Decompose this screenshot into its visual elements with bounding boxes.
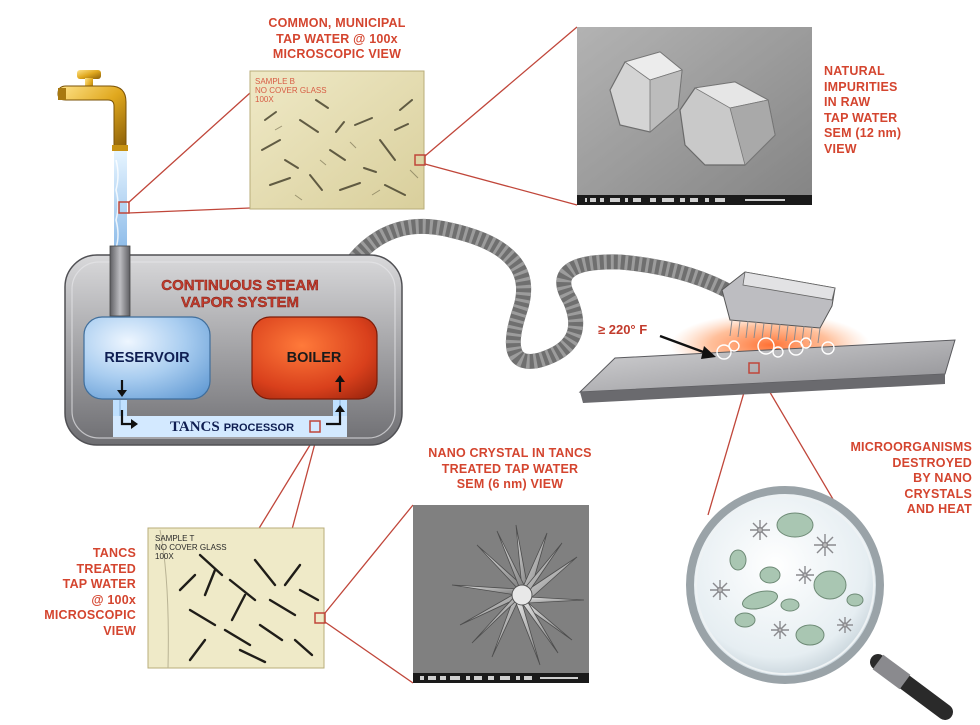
processor-label: TANCS PROCESSOR <box>170 419 294 435</box>
system-title-line-2: VAPOR SYSTEM <box>181 294 299 311</box>
impurities-label: NATURAL IMPURITIES IN RAW TAP WATER SEM … <box>824 64 964 157</box>
boiler-label: BOILER <box>287 350 342 366</box>
callout-treated-sem-top <box>325 505 413 613</box>
callout-tap-bottom <box>128 208 250 213</box>
callout-raw-sem-top <box>425 27 577 156</box>
impurities-label-line-6: VIEW <box>824 142 964 158</box>
processor-word: PROCESSOR <box>224 422 294 434</box>
impurities-label-line-2: IMPURITIES <box>824 80 964 96</box>
processor-brand: TANCS <box>170 419 220 435</box>
surface-plate <box>580 340 955 403</box>
microorganisms-label-line-2: DESTROYED <box>812 456 972 472</box>
reservoir-label: RESERVOIR <box>104 350 190 366</box>
water-stream <box>114 151 127 251</box>
tap-water-label-line-2: TAP WATER @ 100x <box>232 32 442 48</box>
tap-water-label-line-3: MICROSCOPIC VIEW <box>232 47 442 63</box>
microorganisms-label-line-3: BY NANO <box>812 471 972 487</box>
callout-tap-top <box>128 93 250 203</box>
raw-sample-caption-line-2: NO COVER GLASS <box>255 86 327 95</box>
microorganisms-label: MICROORGANISMS DESTROYED BY NANO CRYSTAL… <box>812 440 972 518</box>
treated-water-label-line-4: @ 100x <box>14 593 136 609</box>
faucet-icon <box>58 70 128 151</box>
callout-processor-top <box>258 432 318 530</box>
impurities-label-line-5: SEM (12 nm) <box>824 126 964 142</box>
microorganisms-label-line-4: CRYSTALS <box>812 487 972 503</box>
treated-sample-caption-line-2: NO COVER GLASS <box>155 543 227 552</box>
callout-treated-sem-bottom <box>325 622 413 683</box>
microorganisms-label-line-1: MICROORGANISMS <box>812 440 972 456</box>
treated-water-label-line-6: VIEW <box>14 624 136 640</box>
magnifying-glass-icon <box>690 490 945 712</box>
system-title-line-1: CONTINUOUS STEAM <box>161 277 319 294</box>
callout-raw-sem-bottom <box>425 164 577 205</box>
treated-water-label-line-1: TANCS <box>14 546 136 562</box>
nano-crystal-label-line-2: TREATED TAP WATER <box>405 462 615 478</box>
raw-impurities-sem-image <box>577 27 812 205</box>
system-title: CONTINUOUS STEAM VAPOR SYSTEM <box>161 277 319 311</box>
temperature-label: ≥ 220° F <box>598 322 647 337</box>
nano-crystal-label: NANO CRYSTAL IN TANCS TREATED TAP WATER … <box>405 446 615 493</box>
treated-water-label-line-2: TREATED <box>14 562 136 578</box>
raw-sample-caption-line-1: SAMPLE B <box>255 77 295 86</box>
impurities-label-line-3: IN RAW <box>824 95 964 111</box>
impurities-label-line-4: TAP WATER <box>824 111 964 127</box>
treated-sample-caption-line-3: 100X <box>155 552 174 561</box>
microorganisms-label-line-5: AND HEAT <box>812 502 972 518</box>
nano-crystal-label-line-1: NANO CRYSTAL IN TANCS <box>405 446 615 462</box>
tap-water-label: COMMON, MUNICIPAL TAP WATER @ 100x MICRO… <box>232 16 442 63</box>
inlet-pipe <box>110 246 130 316</box>
treated-sample-caption-line-1: SAMPLE T <box>155 534 195 543</box>
treated-water-label: TANCS TREATED TAP WATER @ 100x MICROSCOP… <box>14 546 136 639</box>
nano-crystal-sem-image <box>413 505 589 683</box>
nano-crystal-label-line-3: SEM (6 nm) VIEW <box>405 477 615 493</box>
treated-water-label-line-5: MICROSCOPIC <box>14 608 136 624</box>
impurities-label-line-1: NATURAL <box>824 64 964 80</box>
tap-water-label-line-1: COMMON, MUNICIPAL <box>232 16 442 32</box>
raw-sample-caption-line-3: 100X <box>255 95 274 104</box>
treated-water-label-line-3: TAP WATER <box>14 577 136 593</box>
